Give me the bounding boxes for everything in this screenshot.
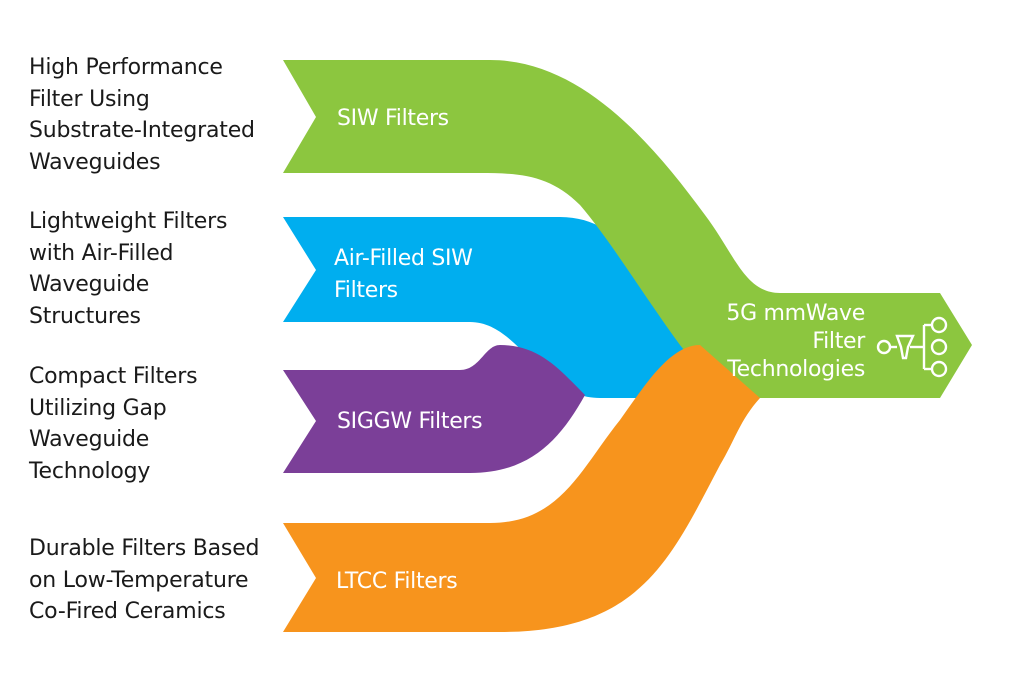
output-label-line3: Technologies <box>726 357 865 382</box>
flow-siggw <box>283 345 585 473</box>
output-label-line2: Filter <box>812 329 866 354</box>
description-line: Technology <box>29 458 151 484</box>
description-line: Filter Using <box>29 86 150 112</box>
flow-air-filled-siw <box>283 217 690 398</box>
label-air-filled-siw-line1: Air-Filled SIW <box>334 246 473 271</box>
description-line: Waveguide <box>29 427 150 452</box>
label-siggw: SIGGW Filters <box>337 409 482 434</box>
label-air-filled-siw-line2: Filters <box>334 278 398 303</box>
description-siggw: Compact Filters Utilizing Gap Waveguide … <box>29 361 198 487</box>
label-siw: SIW Filters <box>337 106 449 131</box>
description-line: on Low-Temperature <box>29 567 249 593</box>
description-line: Utilizing Gap <box>29 395 167 421</box>
filter-network-icon <box>876 316 948 378</box>
description-line: Waveguide <box>29 272 150 297</box>
flow-siw <box>283 60 972 398</box>
description-line: with Air-Filled <box>29 240 174 266</box>
description-line: Durable Filters Based <box>29 536 260 561</box>
description-line: Co-Fired Ceramics <box>29 599 226 624</box>
description-line: High Performance <box>29 55 223 80</box>
description-line: Structures <box>29 303 141 329</box>
description-line: Lightweight Filters <box>29 209 228 234</box>
description-line: Compact Filters <box>29 364 198 389</box>
description-line: Waveguides <box>29 149 161 175</box>
description-ltcc: Durable Filters Based on Low-Temperature… <box>29 533 259 628</box>
description-air-filled-siw: Lightweight Filters with Air-Filled Wave… <box>29 206 227 332</box>
description-siw: High Performance Filter Using Substrate-… <box>29 52 255 178</box>
description-line: Substrate-Integrated <box>29 118 255 143</box>
flow-ltcc <box>283 345 760 632</box>
label-ltcc: LTCC Filters <box>336 569 457 594</box>
output-label-line1: 5G mmWave <box>726 301 865 326</box>
